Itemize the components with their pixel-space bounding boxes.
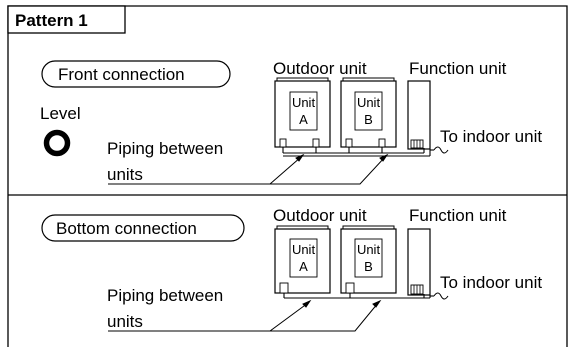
bottom-connection-box <box>41 214 245 242</box>
level-label: Level <box>40 104 81 123</box>
bottom-unit-a: Unit A <box>274 225 331 294</box>
front-to-indoor-wave <box>433 146 449 154</box>
bottom-connection-section: Bottom connection Outdoor unit Function … <box>41 206 542 332</box>
bottom-unit-b-letter: B <box>364 259 373 274</box>
front-unit-b-letter: B <box>364 112 373 127</box>
level-icon <box>43 129 71 157</box>
front-piping-leaders <box>108 153 389 185</box>
bottom-unit-b-name: Unit <box>357 242 381 257</box>
bottom-unit-b: Unit B <box>340 225 397 294</box>
bottom-to-indoor-wave <box>433 292 449 300</box>
front-unit-b-name: Unit <box>357 95 381 110</box>
bottom-outdoor-unit-label: Outdoor unit <box>273 206 367 225</box>
front-function-unit-label: Function unit <box>409 59 507 78</box>
pattern-title: Pattern 1 <box>15 11 88 30</box>
front-unit-b: Unit B <box>340 77 397 148</box>
front-connection-box <box>41 60 231 88</box>
title-box <box>7 5 126 34</box>
front-piping-label-line1: Piping between <box>107 139 223 158</box>
bottom-piping-label-line1: Piping between <box>107 286 223 305</box>
front-unit-a: Unit A <box>274 77 331 148</box>
bottom-unit-a-letter: A <box>299 259 308 274</box>
front-unit-a-letter: A <box>299 112 308 127</box>
bottom-connection-label: Bottom connection <box>56 219 197 238</box>
bottom-piping-leaders <box>108 299 382 332</box>
bottom-piping <box>283 293 434 299</box>
bottom-piping-label-line2: units <box>107 312 143 331</box>
bottom-function-unit <box>407 228 431 296</box>
front-connection-label: Front connection <box>58 65 185 84</box>
front-piping-label-line2: units <box>107 165 143 184</box>
front-piping <box>282 147 434 157</box>
outer-frame <box>7 5 568 347</box>
front-unit-a-name: Unit <box>292 95 316 110</box>
front-outdoor-unit-label: Outdoor unit <box>273 59 367 78</box>
front-function-unit <box>407 80 431 150</box>
bottom-unit-a-name: Unit <box>292 242 316 257</box>
bottom-to-indoor-label: To indoor unit <box>440 273 542 292</box>
bottom-function-unit-label: Function unit <box>409 206 507 225</box>
front-connection-section: Front connection Outdoor unit Function u… <box>41 59 542 185</box>
front-to-indoor-label: To indoor unit <box>440 127 542 146</box>
